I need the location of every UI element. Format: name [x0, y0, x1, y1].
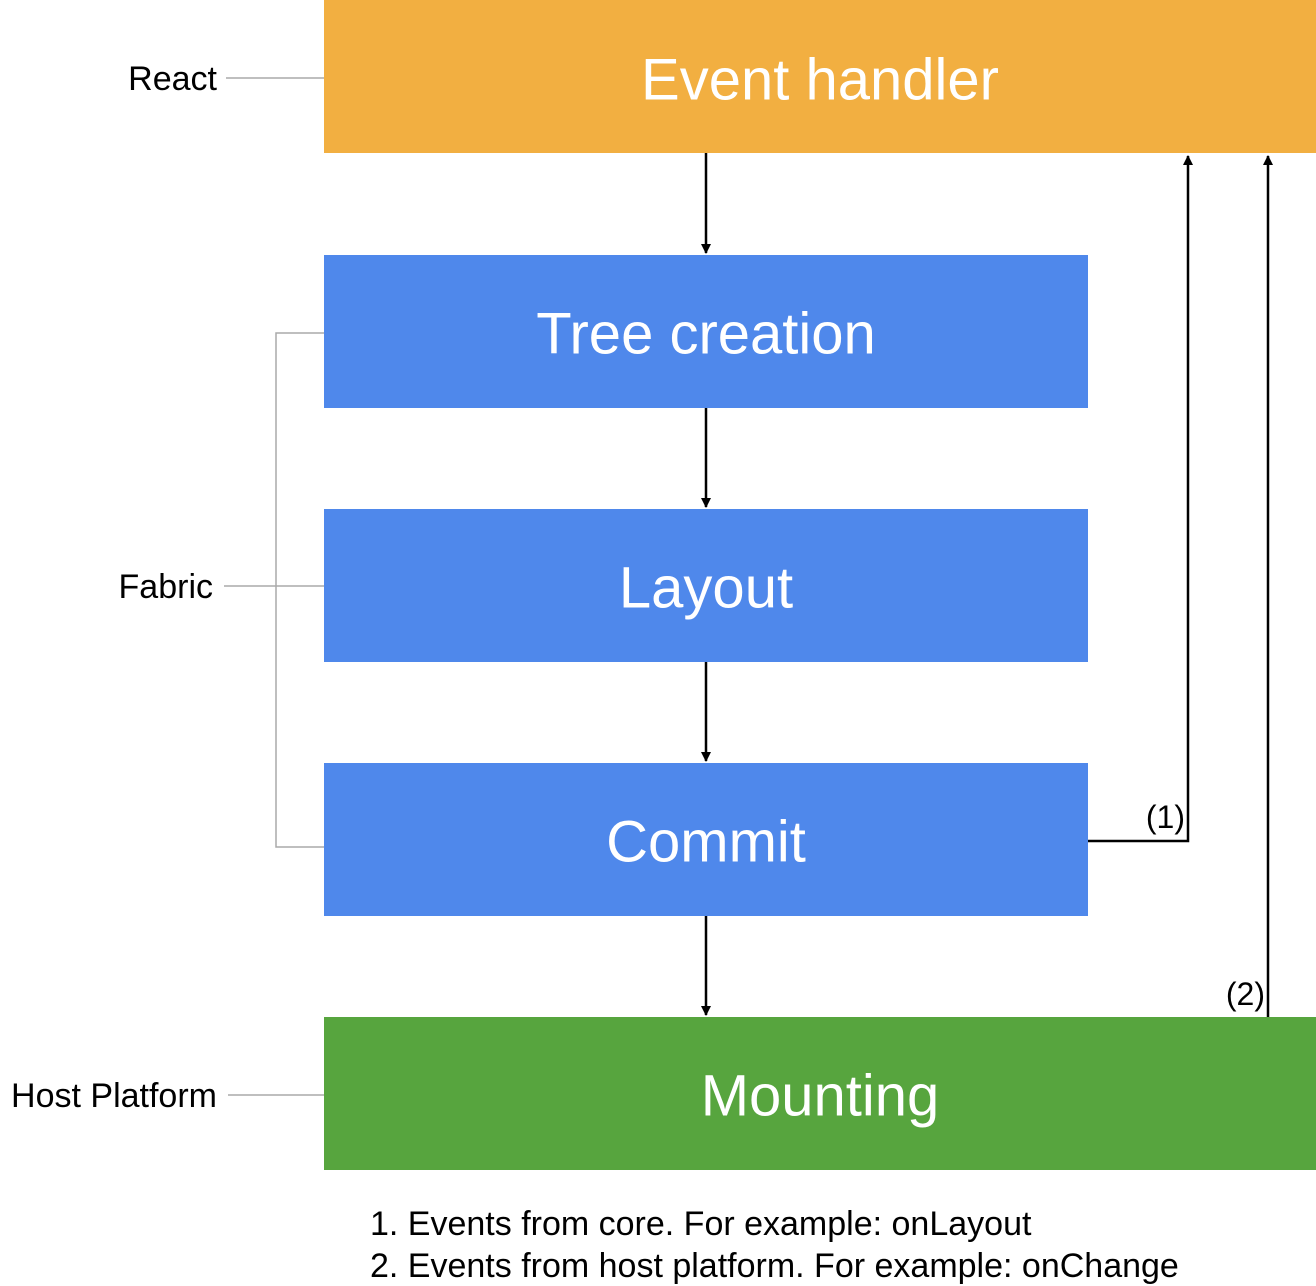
fabric-bracket — [275, 332, 324, 848]
arrow-mark-1: (1) — [1146, 799, 1185, 835]
layout-label: Layout — [619, 556, 793, 621]
host-platform-label: Host Platform — [11, 1077, 217, 1115]
footnote-2: 2. Events from host platform. For exampl… — [370, 1247, 1179, 1285]
footnote-1: 1. Events from core. For example: onLayo… — [370, 1205, 1032, 1243]
arrow-commit-to-event-handler — [1088, 155, 1193, 843]
event-handler-box — [324, 0, 1316, 153]
commit-block: Commit — [324, 763, 1088, 916]
commit-label: Commit — [606, 810, 806, 875]
event-handler-block: Event handler — [324, 0, 1316, 153]
layout-block: Layout — [324, 509, 1088, 662]
tree-creation-block: Tree creation — [324, 255, 1088, 408]
mounting-box — [324, 1017, 1316, 1170]
react-label: React — [128, 60, 217, 98]
event-handler-label: Event handler — [641, 48, 999, 113]
mounting-label: Mounting — [701, 1064, 940, 1129]
arrow-mark-2: (2) — [1226, 976, 1265, 1012]
fabric-label: Fabric — [119, 568, 213, 606]
commit-box — [324, 763, 1088, 916]
tree-creation-box — [324, 255, 1088, 408]
tree-creation-label: Tree creation — [536, 302, 876, 367]
layout-box — [324, 509, 1088, 662]
mounting-block: Mounting — [324, 1017, 1316, 1170]
